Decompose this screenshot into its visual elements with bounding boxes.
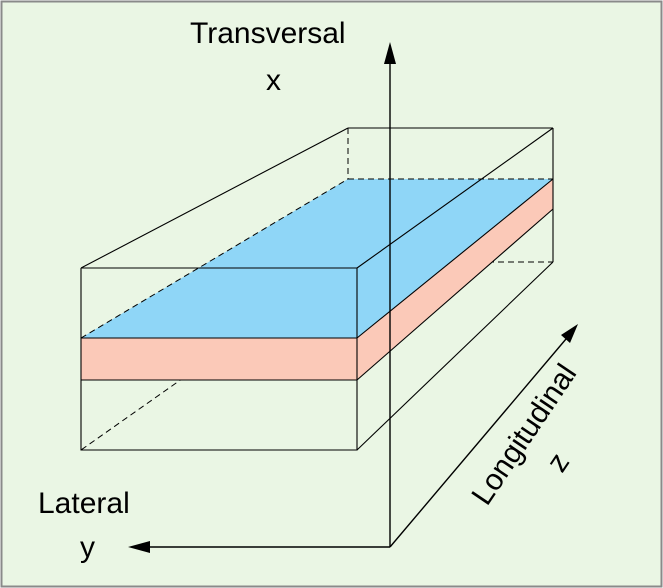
x-axis-arrowhead xyxy=(384,42,396,64)
core-layer xyxy=(81,179,553,380)
top-surface-layer xyxy=(81,179,553,338)
core-front-face xyxy=(81,338,357,380)
y-axis-label: y xyxy=(80,531,95,564)
transversal-label: Transversal xyxy=(190,17,346,50)
core-side-face xyxy=(357,179,553,380)
x-axis-label: x xyxy=(266,64,281,97)
z-axis xyxy=(389,324,578,548)
lateral-label: Lateral xyxy=(38,487,130,520)
y-axis xyxy=(128,541,390,553)
y-axis-arrowhead xyxy=(128,541,150,553)
x-axis xyxy=(384,42,396,547)
z-axis-arrowhead xyxy=(561,324,578,343)
